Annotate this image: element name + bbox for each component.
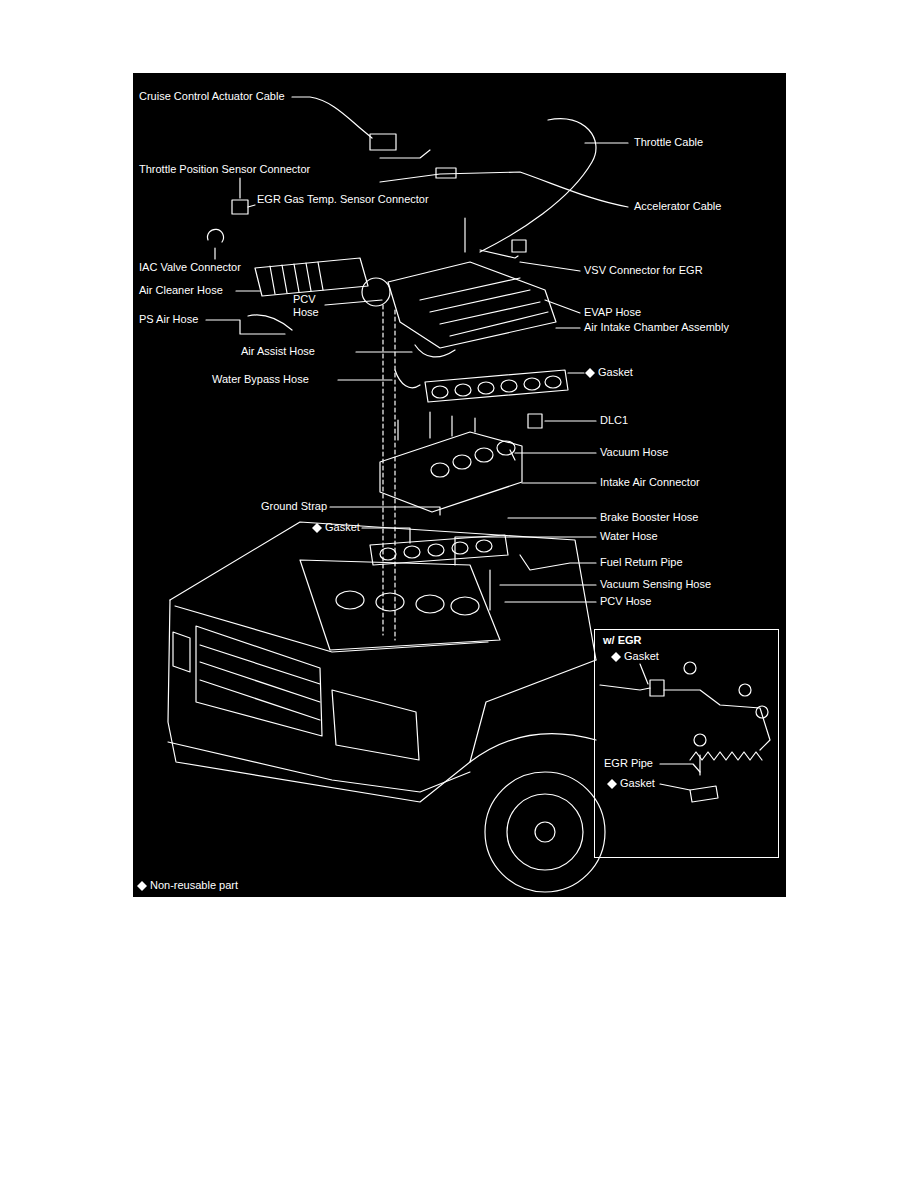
part-label: Ground Strap	[261, 500, 327, 513]
part-label: IAC Valve Connector	[139, 261, 241, 274]
part-label: VSV Connector for EGR	[584, 264, 703, 277]
part-label: Air Cleaner Hose	[139, 284, 223, 297]
part-label: Gasket	[620, 777, 655, 790]
part-label: Fuel Return Pipe	[600, 556, 683, 569]
part-label: PCV Hose	[293, 293, 323, 319]
legend-text: Non-reusable part	[150, 879, 238, 892]
part-label: Gasket	[624, 650, 659, 663]
inset-box: w/ EGR	[594, 629, 779, 858]
part-label: Brake Booster Hose	[600, 511, 698, 524]
part-label: Intake Air Connector	[600, 476, 700, 489]
part-label: EVAP Hose	[584, 306, 641, 319]
part-label: DLC1	[600, 414, 628, 427]
part-label: Water Bypass Hose	[212, 373, 309, 386]
non-reusable-marks	[137, 368, 621, 891]
part-label: Water Hose	[600, 530, 658, 543]
part-label: PS Air Hose	[139, 313, 198, 326]
part-label: Gasket	[325, 521, 360, 534]
part-label: Throttle Position Sensor Connector	[139, 163, 310, 176]
part-label: Vacuum Sensing Hose	[600, 578, 711, 591]
part-label: EGR Pipe	[604, 757, 653, 770]
part-label: Accelerator Cable	[634, 200, 721, 213]
part-label: Cruise Control Actuator Cable	[139, 90, 285, 103]
part-label: Vacuum Hose	[600, 446, 668, 459]
part-label: Throttle Cable	[634, 136, 703, 149]
part-label: Gasket	[598, 366, 633, 379]
part-label: Air Assist Hose	[241, 345, 315, 358]
part-label: EGR Gas Temp. Sensor Connector	[257, 193, 429, 206]
part-label: Air Intake Chamber Assembly	[584, 321, 729, 334]
inset-heading: w/ EGR	[603, 634, 642, 647]
part-label: PCV Hose	[600, 595, 651, 608]
